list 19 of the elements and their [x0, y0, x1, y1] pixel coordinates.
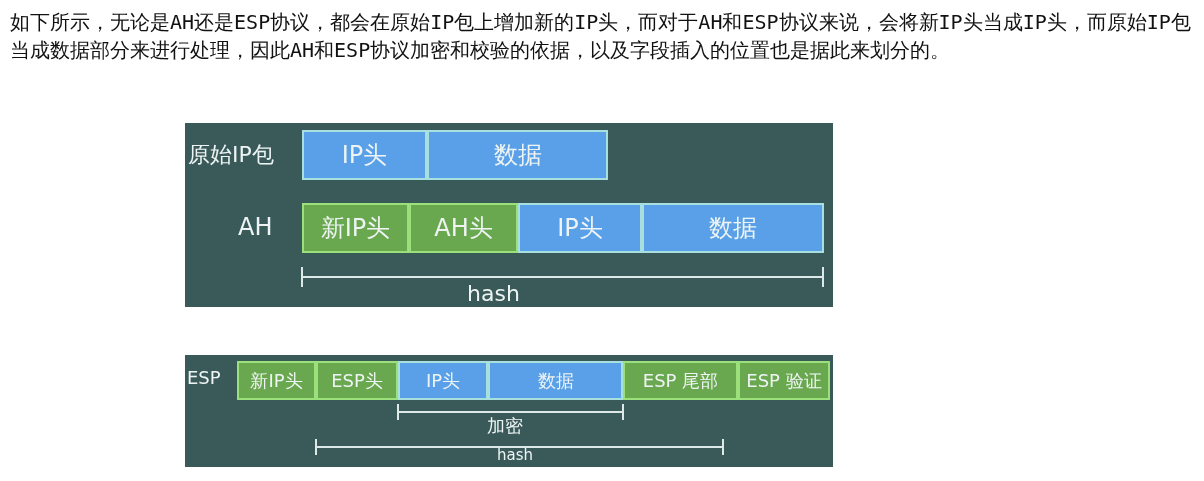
dimension-label: hash	[467, 281, 520, 306]
packet-field: AH头	[409, 203, 518, 253]
packet-field: IP头	[302, 130, 427, 180]
packet-field: 数据	[427, 130, 608, 180]
packet-field: ESP 验证	[738, 361, 830, 400]
paragraph: 如下所示，无论是AH还是ESP协议，都会在原始IP包上增加新的IP头，而对于AH和ESP协议来说，会将新IP头当成IP头，而原始IP包当成数据部分来进行处理，因此AH和ESP协议加密和校验的依据，以及字段插入的位置也是据此来划分的。	[10, 9, 1192, 64]
row-label: AH	[238, 213, 273, 241]
packet-field: 数据	[642, 203, 824, 253]
dimension-label: hash	[497, 446, 534, 464]
row-label: ESP	[187, 367, 221, 388]
packet-field: IP头	[518, 203, 642, 253]
packet-field: 新IP头	[237, 361, 316, 400]
packet-field: ESP头	[316, 361, 398, 400]
dimension-label: 加密	[487, 414, 523, 438]
packet-field: 新IP头	[302, 203, 409, 253]
row-label: 原始IP包	[188, 141, 274, 169]
packet-field: ESP 尾部	[623, 361, 738, 400]
packet-field: IP头	[398, 361, 488, 400]
packet-field: 数据	[488, 361, 623, 400]
